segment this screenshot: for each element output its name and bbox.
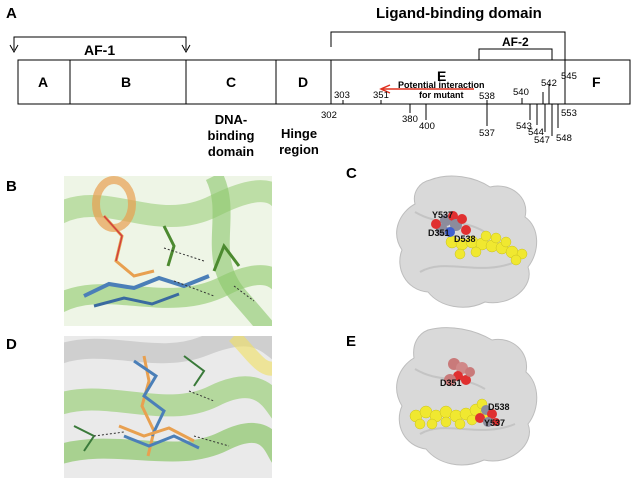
e-label-d538: D538 — [488, 402, 510, 412]
annotation-line-1: Potential interaction — [398, 80, 485, 90]
e-label-y537: Y537 — [484, 418, 505, 428]
c-label-y537: Y537 — [432, 210, 453, 220]
af2-label: AF-2 — [502, 35, 529, 49]
hinge-line-1: Hinge — [280, 126, 318, 141]
af1-label: AF-1 — [84, 42, 116, 58]
dna-binding-domain-label: DNA- binding domain — [198, 112, 264, 160]
annotation-line-2: for mutant — [419, 90, 464, 100]
panel-d-letter: D — [6, 336, 17, 353]
segment-c: C — [226, 74, 237, 90]
panel-b-molecular-image — [64, 176, 272, 326]
panel-d-molecular-image — [64, 336, 272, 478]
hinge-region-label: Hinge region — [270, 126, 328, 158]
segment-d: D — [298, 74, 309, 90]
panel-e-surface-image: D351 D538 Y537 — [396, 327, 538, 466]
segment-b: B — [121, 74, 132, 90]
position-540: 540 — [513, 87, 529, 98]
segment-a: A — [38, 74, 49, 90]
position-542: 542 — [541, 78, 557, 89]
hinge-line-2: region — [279, 142, 319, 157]
position-537: 537 — [479, 128, 495, 139]
c-label-d351: D351 — [428, 228, 450, 238]
dbd-line-2: binding — [207, 128, 255, 143]
position-544: 544 — [528, 127, 544, 138]
domain-structure-diagram — [9, 31, 631, 136]
segment-e: E — [437, 68, 447, 84]
position-302: 302 — [321, 110, 337, 121]
position-303: 303 — [334, 90, 350, 101]
position-380: 380 — [402, 114, 418, 125]
panel-e-letter: E — [346, 333, 357, 350]
panel-c-letter: C — [346, 165, 357, 182]
ligand-binding-domain-title: Ligand-binding domain — [376, 5, 542, 22]
e-label-d351: D351 — [440, 378, 462, 388]
position-543: 543 — [516, 121, 532, 132]
interaction-annotation: Potential interaction for mutant — [398, 80, 485, 100]
position-400: 400 — [419, 121, 435, 132]
position-545: 545 — [561, 71, 577, 82]
panel-b-letter: B — [6, 178, 17, 195]
position-547: 547 — [534, 135, 550, 146]
dbd-line-1: DNA- — [214, 112, 248, 127]
panel-a-letter: A — [6, 5, 17, 22]
position-548: 548 — [556, 133, 572, 144]
position-538: 538 — [479, 91, 495, 102]
c-label-d538: D538 — [454, 234, 476, 244]
position-553: 553 — [561, 108, 577, 119]
position-351: 351 — [373, 90, 389, 101]
dbd-line-3: domain — [207, 144, 255, 159]
segment-f: F — [592, 74, 601, 90]
panel-c-surface-image: Y537 D351 D538 — [396, 175, 538, 308]
